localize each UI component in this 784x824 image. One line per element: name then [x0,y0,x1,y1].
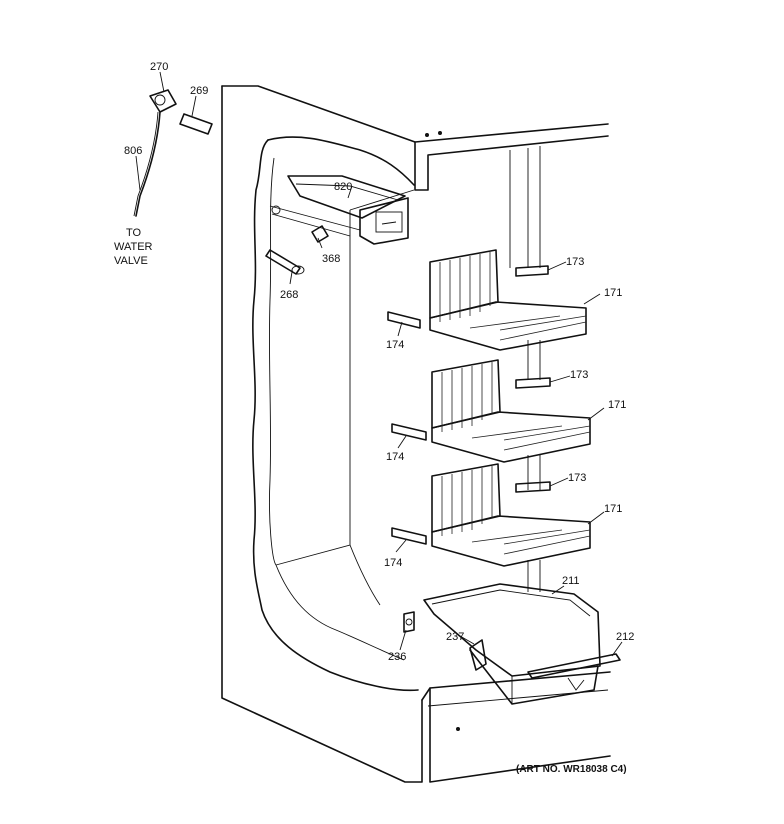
ice-bucket-front-212 [527,653,621,679]
part-label-174-bottom: 174 [384,557,402,569]
leader-lines [135,71,623,657]
water-valve-note-line-2: WATER [114,241,153,253]
rear-support-173 [515,265,551,493]
wire-basket-1 [429,249,587,351]
freezer-liner [252,136,419,692]
part-label-236: 236 [388,651,406,663]
part-label-173-middle: 173 [570,369,588,381]
part-label-171-top: 171 [604,287,622,299]
water-valve-note-line-1: TO [126,227,142,239]
bracket-237 [469,639,487,671]
part-label-212: 212 [616,631,634,643]
art-number: (ART NO. WR18038 C4) [516,764,627,775]
part-label-237: 237 [446,631,464,643]
cabinet-shell [221,85,611,783]
water-valve-note-line-3: VALVE [114,255,148,267]
part-label-368: 368 [322,253,340,265]
rear-channel [509,146,541,592]
side-support-174 [387,311,427,545]
bracket-368 [311,225,329,243]
part-label-171-middle: 171 [608,399,626,411]
part-label-174-middle: 174 [386,451,404,463]
wire-basket-3 [431,463,591,567]
part-label-173-bottom: 173 [568,472,586,484]
fill-tube-268 [265,249,305,275]
part-label-270: 270 [150,61,168,73]
part-label-268: 268 [280,289,298,301]
part-label-211: 211 [562,575,580,587]
part-label-820: 820 [334,181,352,193]
wire-basket-2 [431,359,591,463]
part-label-269: 269 [190,85,208,97]
ice-bucket-211 [423,583,601,705]
water-line-assembly [133,89,213,217]
part-label-174-top: 174 [386,339,404,351]
ice-maker-assembly [269,175,409,245]
part-label-171-bottom: 171 [604,503,622,515]
clip-236 [403,611,415,633]
part-label-806: 806 [124,145,142,157]
part-label-173-top: 173 [566,256,584,268]
